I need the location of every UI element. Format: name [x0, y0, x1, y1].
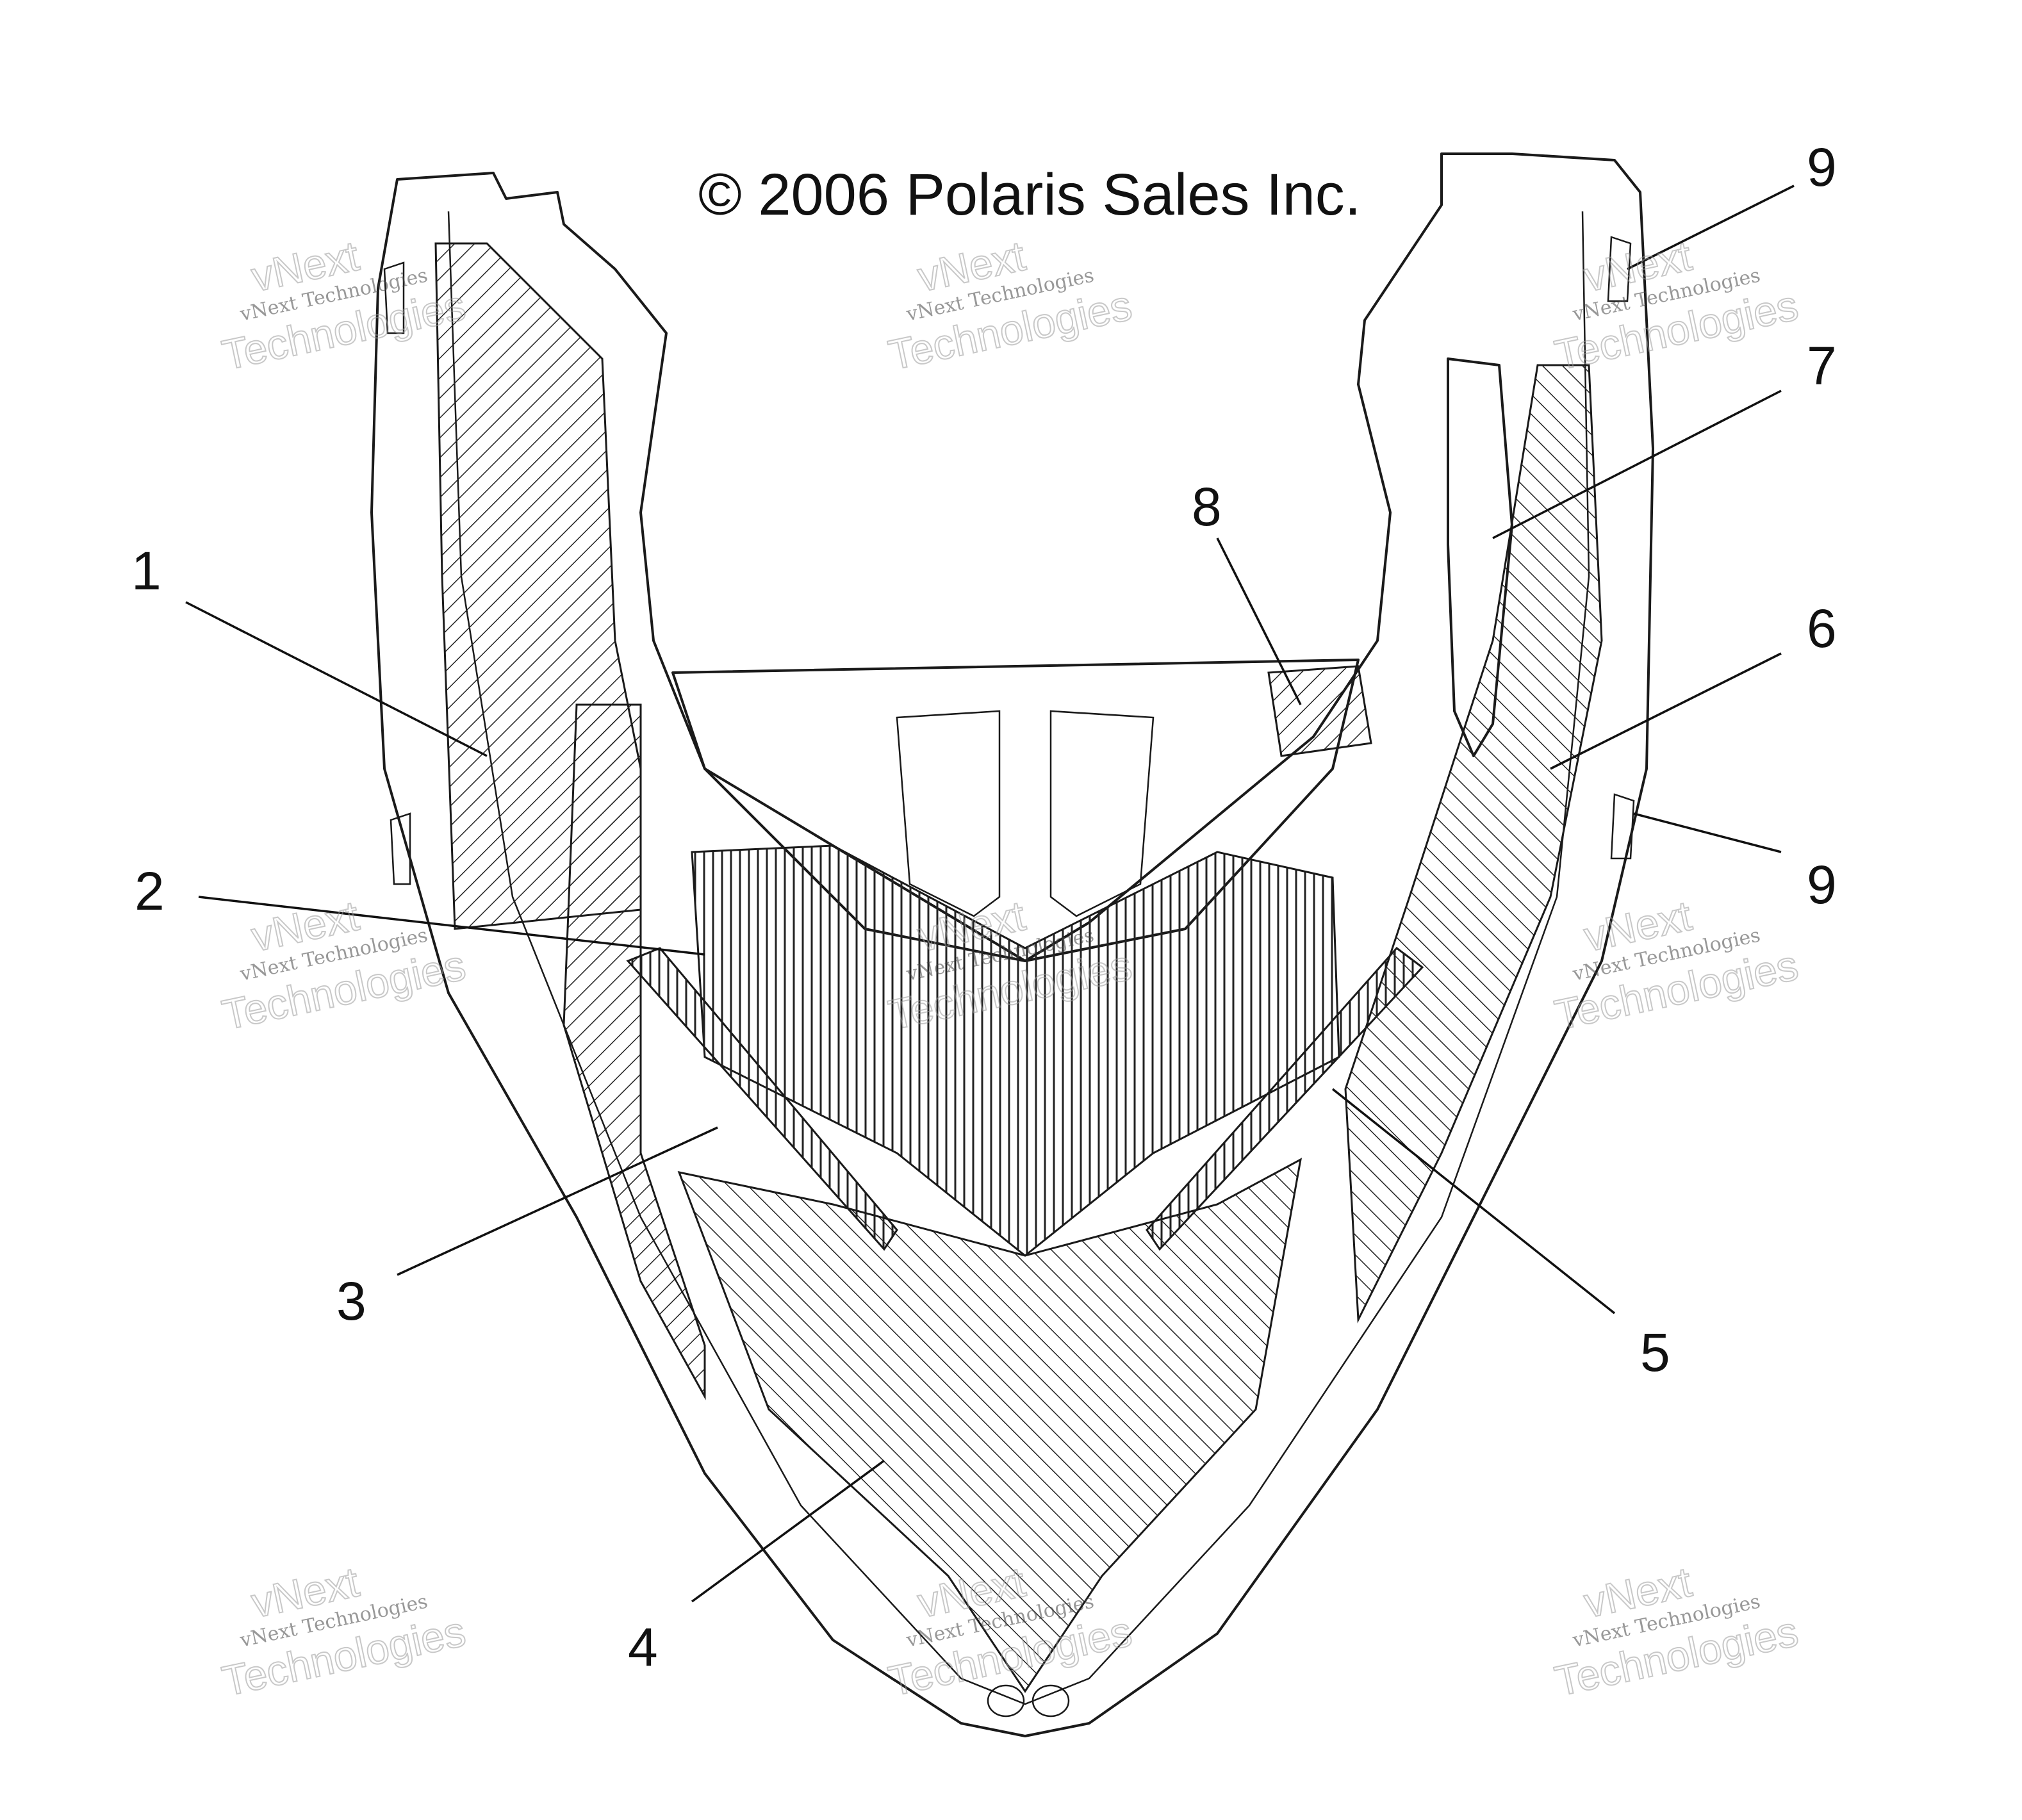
callout-2: 2: [135, 861, 165, 921]
watermark-mid-left: vNext vNext Technologies Technologies: [217, 891, 470, 1040]
leader-9a: [1627, 184, 1795, 270]
callout-1: 1: [131, 541, 161, 601]
decal-1-strip: [563, 703, 706, 1400]
leader-9b: [1633, 812, 1782, 853]
leader-3: [397, 1126, 718, 1276]
callout-8: 8: [1192, 477, 1222, 537]
fastener-left-mid: [390, 812, 411, 885]
copyright-notice: © 2006 Polaris Sales Inc.: [698, 162, 1361, 227]
callout-4: 4: [628, 1617, 658, 1677]
fastener-9-top: [1607, 236, 1632, 302]
leader-4: [691, 1459, 885, 1603]
watermark-bottom-left: vNext vNext Technologies Technologies: [217, 1557, 470, 1706]
nose-light-right: [1032, 1684, 1070, 1718]
callout-9-top: 9: [1807, 137, 1837, 197]
leader-7: [1492, 389, 1782, 539]
leader-1: [185, 601, 488, 757]
fastener-9-bottom: [1610, 793, 1635, 860]
leader-8: [1216, 537, 1302, 705]
watermark-bottom-right: vNext vNext Technologies Technologies: [1550, 1557, 1802, 1706]
watermark-top-center: vNext vNext Technologies Technologies: [884, 231, 1136, 380]
leader-5: [1331, 1088, 1616, 1315]
hood-outline: [370, 152, 1654, 1737]
nose-light-left: [987, 1684, 1025, 1718]
callout-6: 6: [1807, 598, 1837, 659]
watermark-mid-right: vNext vNext Technologies Technologies: [1550, 891, 1802, 1040]
decal-6-region: [1344, 364, 1603, 1324]
intake-vent-right: [1049, 710, 1155, 917]
callout-9-bottom: 9: [1807, 855, 1837, 915]
decal-7-region: [1447, 357, 1513, 757]
decal-4-region: [677, 1158, 1303, 1693]
callout-7: 7: [1807, 336, 1837, 396]
intake-vent-left: [896, 710, 1001, 917]
watermark-top-left: vNext vNext Technologies Technologies: [217, 231, 470, 380]
leader-2: [198, 896, 705, 956]
callout-3: 3: [336, 1271, 366, 1331]
watermark-top-right: vNext vNext Technologies Technologies: [1550, 231, 1802, 380]
callout-5: 5: [1640, 1322, 1670, 1382]
fastener-left-top: [383, 261, 405, 334]
decal-8-region: [1267, 665, 1372, 757]
leader-6: [1550, 652, 1782, 770]
